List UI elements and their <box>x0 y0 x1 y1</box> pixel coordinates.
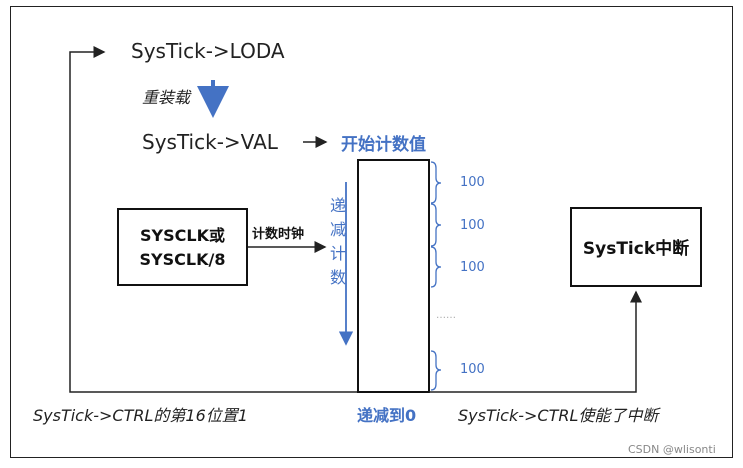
counter-column <box>357 159 430 393</box>
tick-value-4: 100 <box>460 362 485 377</box>
reach-zero-label: 递减到0 <box>357 406 417 425</box>
watermark: CSDN @wlisonti <box>628 443 716 456</box>
tick-value-3: 100 <box>460 260 485 275</box>
tick-value-1: 100 <box>460 175 485 190</box>
feedback-loop-line <box>69 46 358 393</box>
reload-label: 重装载 <box>142 88 191 107</box>
brace-1 <box>430 161 442 204</box>
brace-4 <box>430 350 442 391</box>
diagram-frame <box>10 6 733 458</box>
start-count-label: 开始计数值 <box>341 135 426 155</box>
interrupt-box-label: SysTick中断 <box>582 239 690 259</box>
ctrl-bit16-label: SysTick->CTRL的第16位置1 <box>33 406 248 425</box>
count-clock-label: 计数时钟 <box>252 227 305 242</box>
interrupt-line <box>429 290 642 393</box>
brace-2 <box>430 203 442 247</box>
clock-source-label: SYSCLK或 SYSCLK/8 <box>139 226 226 269</box>
val-label: SysTick->VAL <box>142 130 278 154</box>
tick-value-2: 100 <box>460 218 485 233</box>
ellipsis: …… <box>436 310 456 321</box>
count-down-label: 递减计数 <box>329 196 346 287</box>
loda-label: SysTick->LODA <box>131 39 285 63</box>
brace-3 <box>430 246 442 288</box>
clock-source-box: SYSCLK或 SYSCLK/8 <box>117 208 248 286</box>
interrupt-box: SysTick中断 <box>570 207 702 287</box>
ctrl-interrupt-enabled-label: SysTick->CTRL使能了中断 <box>458 406 659 425</box>
